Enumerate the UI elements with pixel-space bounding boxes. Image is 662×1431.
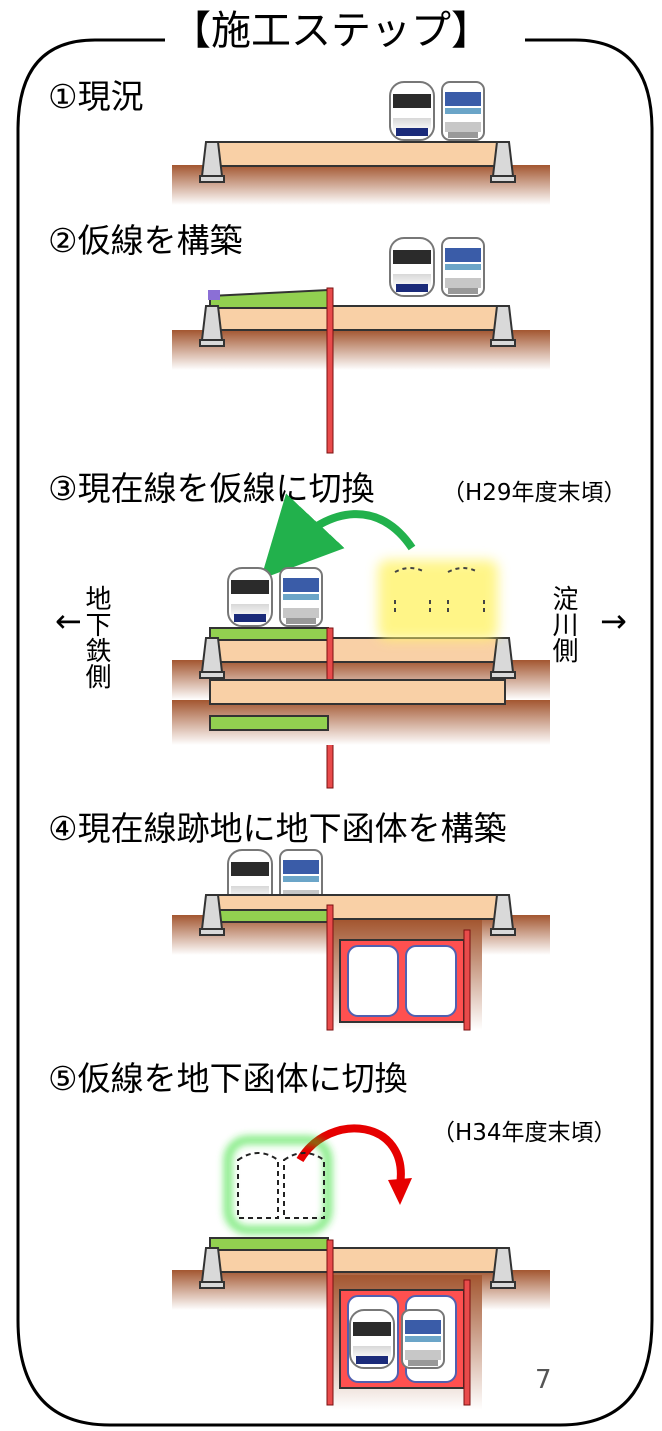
step-3-note: （H29年度末頃） [442,480,627,506]
direction-right-label: 淀川側 [548,585,578,663]
sheet-pile [326,904,334,1031]
temporary-track [209,1237,329,1251]
direction-left: ← 地下鉄側 [55,585,111,689]
frame-border [16,38,654,1427]
old-train-position-ghost [378,560,498,640]
train-icon [227,567,323,627]
switch-arrow-red-head [388,1178,412,1205]
embankment [209,305,506,331]
sheet-pile [326,1239,334,1406]
embankment [209,637,506,663]
temporary-track [209,627,329,641]
train-icon [389,237,485,297]
temporary-track [209,715,329,731]
embankment [209,141,506,167]
step-4: ④現在線跡地に地下函体を構築 [48,679,550,909]
step-4-structure [172,894,550,1031]
direction-right: 淀川側 → [548,585,627,663]
left-arrow-icon: ← [55,602,82,640]
embankment [209,1247,506,1273]
direction-left-label: 地下鉄側 [81,585,111,689]
switch-arrow-green [260,493,416,580]
step-1-label: ①現況 [48,77,144,116]
right-arrow-icon: → [600,602,627,640]
ground [172,330,550,370]
sheet-pile [326,287,334,454]
temporary-track [209,909,329,923]
old-train-position-ghost [224,1136,332,1234]
step-5: ⑤仮線を地下函体に切換 （H34年度末頃） [48,1059,617,1410]
step-1: ①現況 [48,77,550,205]
page-number: 7 [535,1365,552,1395]
train-icon [389,81,485,141]
embankment [209,679,506,705]
step-5-label: ⑤仮線を地下函体に切換 [48,1059,408,1098]
step-2-label: ②仮線を構築 [48,221,243,260]
step-3-label: ③現在線を仮線に切換 [48,469,375,508]
step-2: ②仮線を構築 [48,221,550,454]
track-end-marker [208,290,220,300]
sheet-pile [463,929,471,1031]
sheet-pile [463,1279,471,1406]
step-5-note: （H34年度末頃） [432,1120,617,1146]
page-title: 【施工ステップ】 [171,8,491,54]
switch-arrow-red [296,1124,405,1186]
ground [172,165,550,205]
temporary-track [209,288,329,309]
step-4-label: ④現在線跡地に地下函体を構築 [48,809,507,848]
